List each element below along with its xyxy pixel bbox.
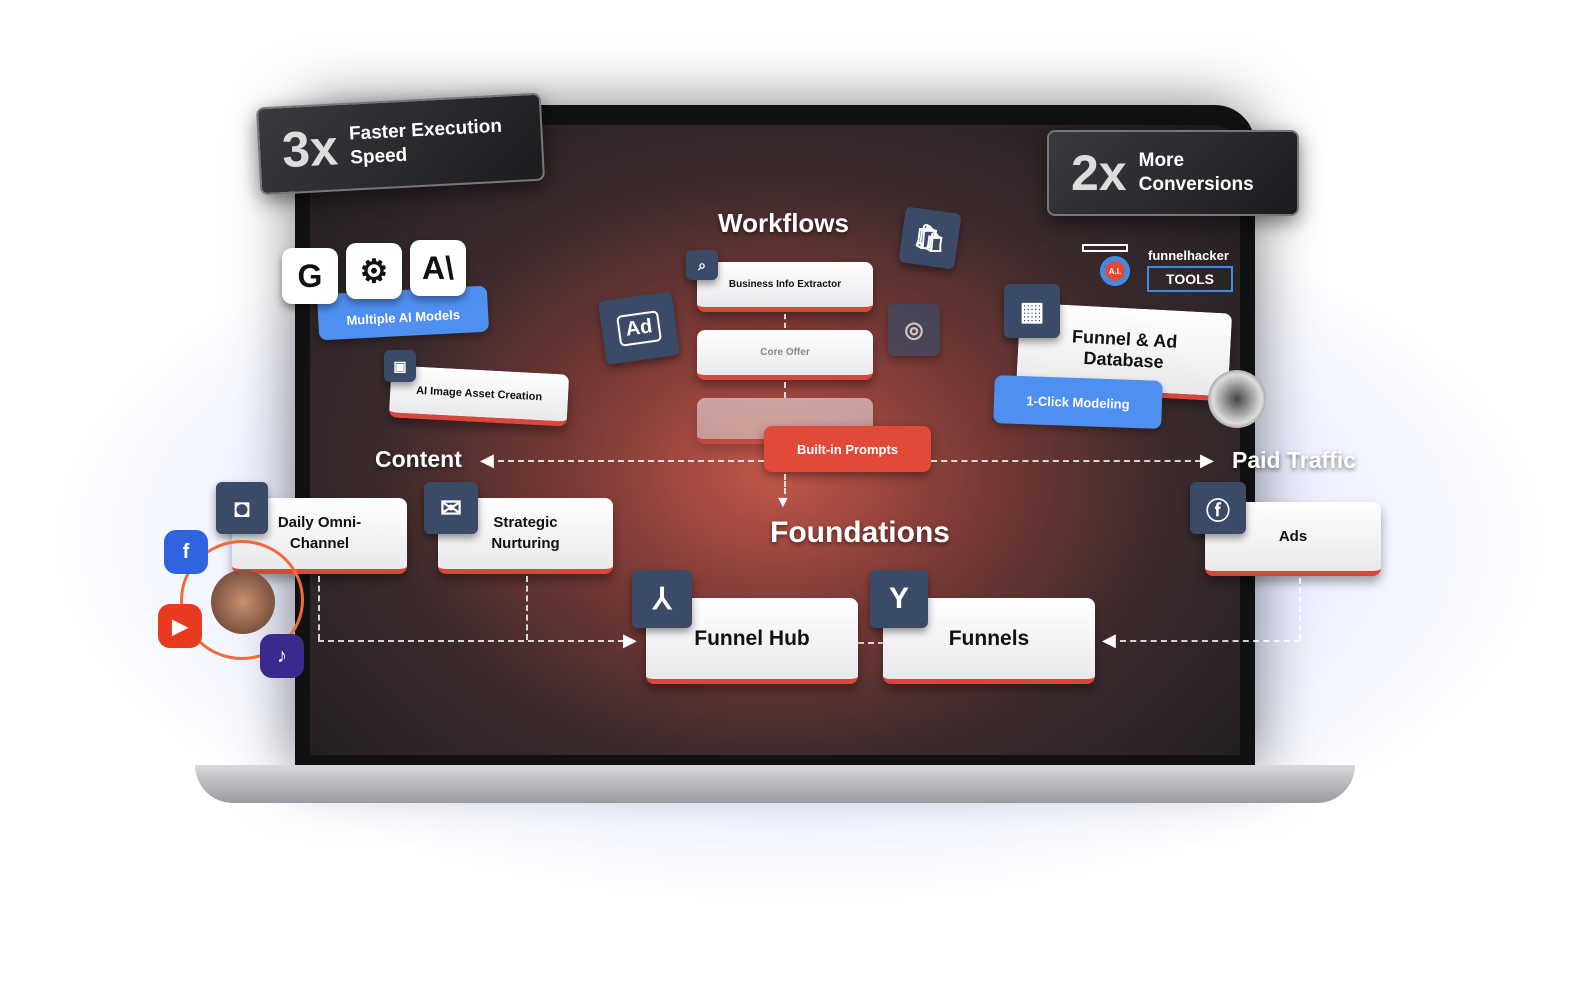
business-info-extractor-card[interactable]: Business Info Extractor	[697, 262, 873, 312]
arrow-left-icon: ◀	[1102, 630, 1116, 650]
speed-badge: 3x Faster Execution Speed	[255, 92, 546, 196]
facebook-ads-icon: ⓕ	[1190, 482, 1246, 534]
ad-icon: Ad	[597, 291, 681, 365]
connector	[318, 640, 624, 642]
tiktok-icon[interactable]: ♪	[260, 634, 304, 678]
image-icon: ▣	[384, 350, 416, 382]
anthropic-icon: A\	[410, 240, 466, 296]
foundations-label: Foundations	[770, 516, 950, 549]
arrow-right-icon: ▶	[623, 630, 637, 650]
funnel-filter-icon: Y	[870, 570, 928, 628]
instagram-icon-blurred: ◎	[888, 304, 940, 356]
conversions-multiplier: 2x	[1071, 145, 1127, 201]
avatar-character	[1208, 370, 1266, 428]
google-icon: G	[282, 248, 338, 304]
speed-multiplier: 3x	[280, 119, 340, 179]
shopping-bag-icon: 🛍	[898, 206, 962, 270]
connector	[526, 576, 528, 640]
content-label: Content	[375, 446, 462, 472]
hub-network-icon: ⅄	[632, 570, 692, 628]
speed-text: Faster Execution Speed	[348, 115, 503, 169]
built-in-prompts-button[interactable]: Built-in Prompts	[764, 426, 931, 472]
connector	[858, 642, 884, 644]
conversions-badge: 2x More Conversions	[1047, 130, 1299, 216]
envelope-icon: ✉	[424, 482, 478, 534]
conversions-text: More Conversions	[1138, 150, 1254, 195]
social-ring	[180, 540, 304, 660]
tools-label: TOOLS	[1147, 266, 1233, 292]
arrow-left-icon: ◀	[480, 450, 494, 470]
core-offer-card[interactable]: Core Offer	[697, 330, 873, 380]
workflows-title: Workflows	[718, 208, 849, 238]
search-icon: ⌕	[686, 250, 718, 280]
arrow-right-icon: ▶	[1200, 450, 1214, 470]
multiple-ai-models-label: Multiple AI Models	[316, 285, 490, 341]
table-icon: ▦	[1004, 284, 1060, 338]
one-click-modeling-button[interactable]: 1-Click Modeling	[993, 375, 1163, 429]
funnelhacker-logo-icon: A.I.	[1082, 244, 1132, 294]
ai-gear-text: A.I.	[1105, 261, 1125, 281]
laptop-base	[195, 765, 1355, 803]
connector	[1120, 640, 1300, 642]
facebook-icon[interactable]: f	[164, 530, 208, 574]
connector	[931, 460, 1201, 462]
strategic-nurturing-card[interactable]: Strategic Nurturing	[438, 498, 613, 574]
user-avatar	[211, 570, 275, 634]
connector	[498, 460, 764, 462]
arrow-down-icon: ▼	[775, 494, 791, 511]
paid-traffic-label: Paid Traffic	[1232, 447, 1356, 473]
connector	[784, 474, 786, 494]
connector	[318, 576, 320, 640]
ad-icon-text: Ad	[615, 309, 663, 347]
youtube-icon[interactable]: ▶	[158, 604, 202, 648]
instagram-icon: ◘	[216, 482, 268, 534]
connector	[784, 314, 786, 328]
funnelhacker-brand: funnelhacker	[1148, 248, 1229, 263]
openai-icon: ⚙	[346, 243, 402, 299]
connector	[1299, 578, 1301, 640]
connector	[784, 382, 786, 398]
